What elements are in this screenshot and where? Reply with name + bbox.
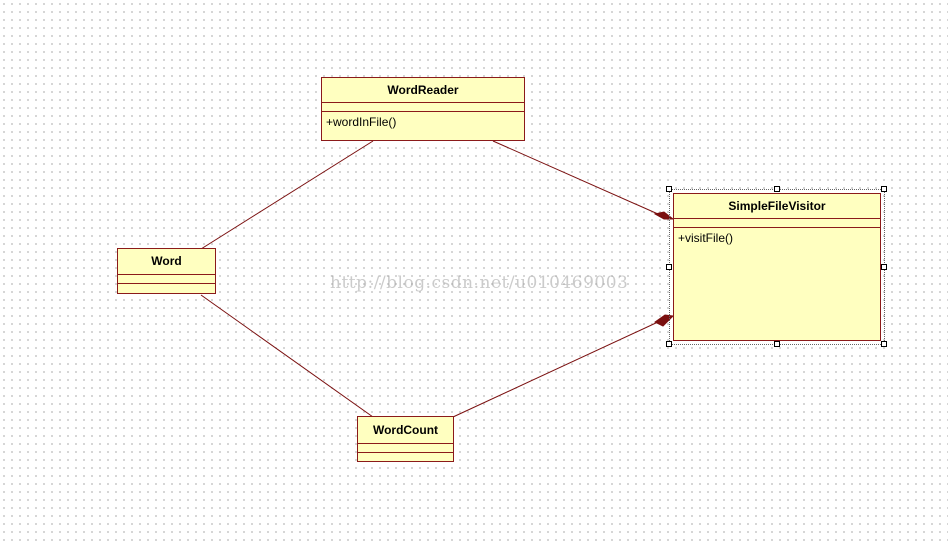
operation: +visitFile() xyxy=(678,231,734,245)
resize-handle-bottom-left[interactable] xyxy=(666,341,672,347)
resize-handle-middle-left[interactable] xyxy=(666,264,672,270)
composition-diamond-top xyxy=(653,211,675,220)
class-name: SimpleFileVisitor xyxy=(674,194,880,219)
attributes-compartment xyxy=(118,275,215,284)
resize-handle-bottom-middle[interactable] xyxy=(774,341,780,347)
class-simplefilevisitor[interactable]: SimpleFileVisitor +visitFile() xyxy=(673,193,881,341)
attributes-compartment xyxy=(358,444,453,453)
resize-handle-top-right[interactable] xyxy=(881,186,887,192)
class-name: Word xyxy=(118,249,215,275)
resize-handle-top-middle[interactable] xyxy=(774,186,780,192)
composition-wordcount-simplefilevisitor[interactable] xyxy=(452,321,659,418)
class-name: WordCount xyxy=(358,417,453,444)
composition-diamond-bottom xyxy=(654,314,675,327)
class-wordreader[interactable]: WordReader +wordInFile() xyxy=(321,77,525,141)
class-word[interactable]: Word xyxy=(117,248,216,294)
class-name: WordReader xyxy=(322,78,524,103)
operation: +wordInFile() xyxy=(326,115,397,129)
watermark: http://blog.csdn.net/u010469003 xyxy=(330,273,629,293)
attributes-compartment xyxy=(674,219,880,228)
composition-wordreader-simplefilevisitor[interactable] xyxy=(492,140,659,215)
resize-handle-middle-right[interactable] xyxy=(881,264,887,270)
attributes-compartment xyxy=(322,103,524,112)
association-word-wordreader[interactable] xyxy=(200,140,374,250)
resize-handle-top-left[interactable] xyxy=(666,186,672,192)
association-word-wordcount[interactable] xyxy=(200,294,374,418)
class-wordcount[interactable]: WordCount xyxy=(357,416,454,462)
resize-handle-bottom-right[interactable] xyxy=(881,341,887,347)
